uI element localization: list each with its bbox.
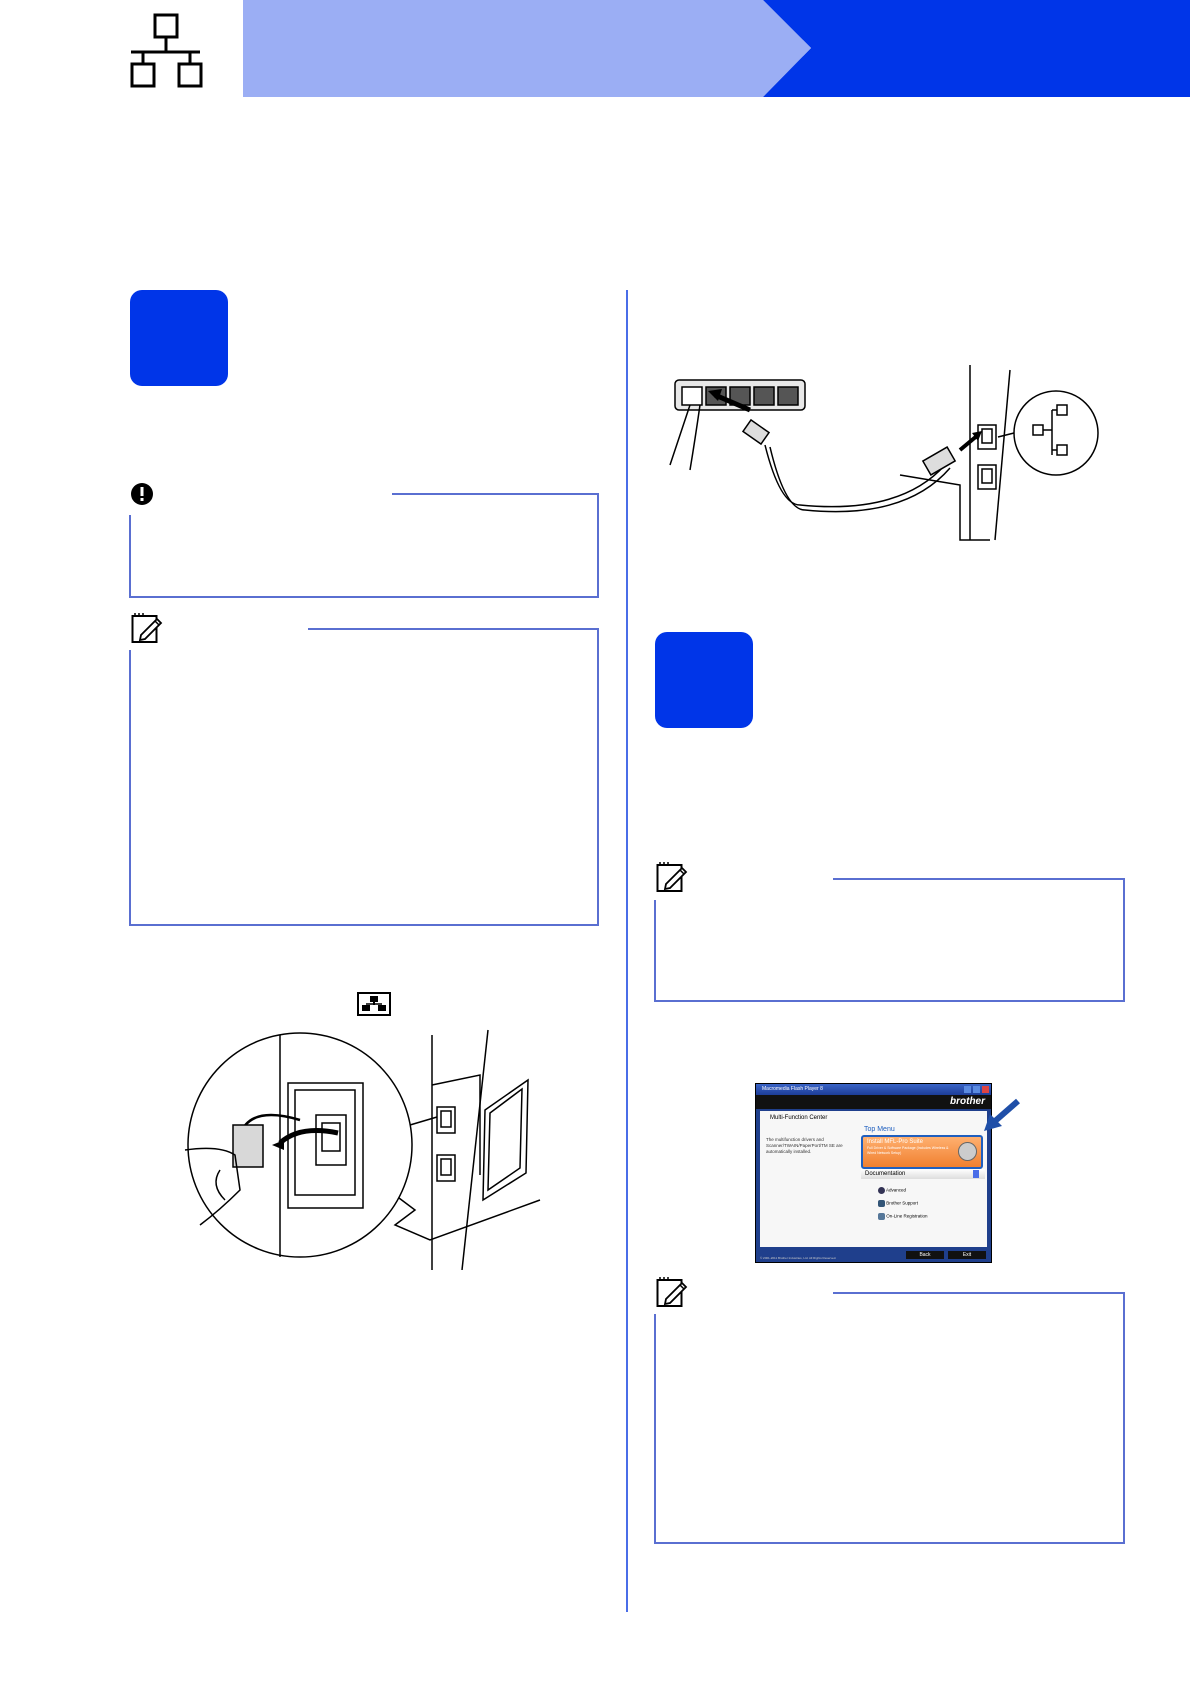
close-icon[interactable] xyxy=(982,1086,989,1093)
maximize-icon[interactable] xyxy=(973,1086,980,1093)
section-title: Multi-Function Center xyxy=(770,1115,828,1121)
connect-lan-cable-illustration xyxy=(660,365,1110,545)
support-label: Brother Support xyxy=(886,1200,919,1206)
top-menu-label: Top Menu xyxy=(864,1126,895,1133)
back-button[interactable]: Back xyxy=(906,1251,944,1259)
pointer-arrow-icon xyxy=(982,1098,1022,1139)
support-icon xyxy=(878,1200,885,1207)
documentation-button[interactable]: Documentation xyxy=(861,1169,985,1179)
brother-support-link[interactable]: Brother Support xyxy=(878,1200,918,1207)
important-callout-frame xyxy=(129,493,599,598)
column-divider xyxy=(626,290,628,1612)
install-label: Install MFL-Pro Suite xyxy=(867,1139,924,1145)
network-topology-icon xyxy=(128,12,208,92)
documentation-label: Documentation xyxy=(865,1171,906,1177)
window-titlebar: Macromedia Flash Player 8 xyxy=(756,1084,991,1095)
installer-window: Macromedia Flash Player 8 brother Multi-… xyxy=(755,1083,992,1263)
header-band-dark xyxy=(763,0,1190,97)
minimize-icon[interactable] xyxy=(964,1086,971,1093)
advanced-link[interactable]: Advanced xyxy=(878,1187,906,1194)
advanced-label: Advanced xyxy=(886,1187,907,1193)
install-sublabel: Full Driver & Software Package (Includes… xyxy=(867,1146,949,1155)
installer-body: Multi-Function Center The multifunction … xyxy=(760,1111,987,1247)
gear-icon xyxy=(878,1187,885,1194)
exit-button[interactable]: Exit xyxy=(948,1251,986,1259)
brand-logo: brother xyxy=(950,1096,985,1107)
note-pencil-icon-3 xyxy=(656,1277,688,1314)
cd-icon xyxy=(958,1142,977,1161)
step-marker xyxy=(130,290,228,386)
step-marker-2 xyxy=(655,632,753,728)
window-title: Macromedia Flash Player 8 xyxy=(762,1086,823,1092)
lan-port-icon xyxy=(357,992,391,1021)
copyright-footer: © 2001-2011 Brother Industries, Ltd. All… xyxy=(760,1256,837,1260)
registration-link[interactable]: On-Line Registration xyxy=(878,1213,928,1220)
install-mfl-pro-button[interactable]: Install MFL-Pro Suite Full Driver & Soft… xyxy=(861,1135,983,1169)
registration-icon xyxy=(878,1213,885,1220)
remove-port-cap-illustration xyxy=(180,1025,560,1271)
note-callout-frame-3 xyxy=(654,1292,1125,1544)
header-band-light xyxy=(243,0,803,97)
registration-label: On-Line Registration xyxy=(886,1213,928,1219)
section-description: The multifunction drivers and Scanner/TW… xyxy=(766,1137,843,1154)
exclamation-icon xyxy=(130,482,154,511)
note-pencil-icon-2 xyxy=(656,862,688,899)
note-pencil-icon xyxy=(131,613,163,650)
document-icon xyxy=(973,1170,979,1178)
note-callout-frame-2 xyxy=(654,878,1125,1002)
note-callout-frame xyxy=(129,628,599,926)
brand-bar: brother xyxy=(756,1095,991,1109)
